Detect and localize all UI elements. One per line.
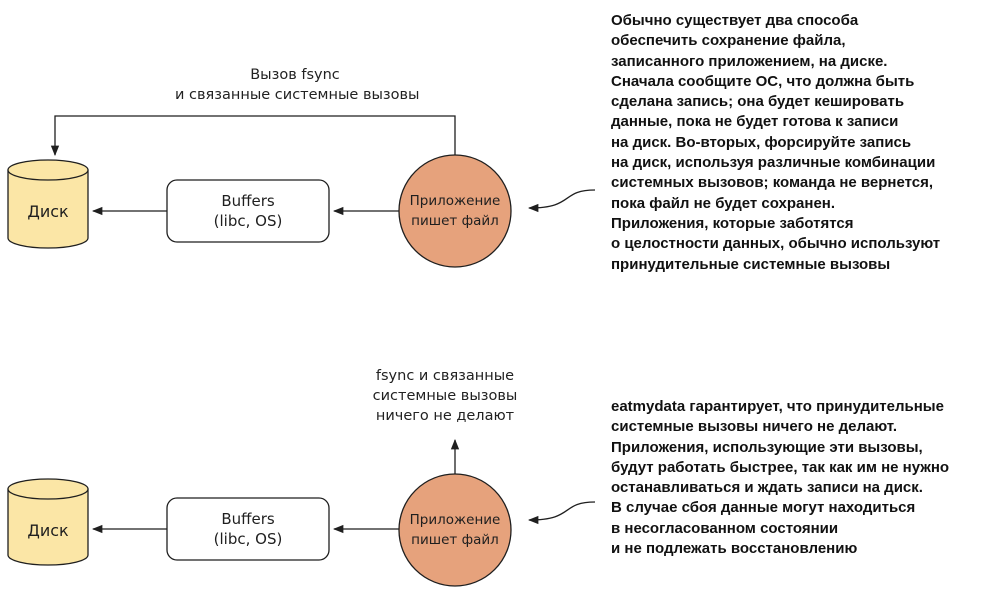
bottom-diagram	[7, 438, 596, 587]
bottom-annotation-text: eatmydata гарантирует, что принудительны…	[611, 397, 999, 559]
bottom-annotation-line: системные вызовы ничего не делают.	[611, 418, 897, 436]
bottom-annotation-line: в несогласованном состоянии	[611, 519, 839, 537]
top-disk-label: Диск	[27, 202, 69, 221]
top-arrow-fsync-path	[50, 115, 456, 157]
top-annotation-line: данные, пока не будет готова к записи	[611, 113, 899, 131]
top-annotation-line: о целостности данных, обычно используют	[611, 235, 941, 253]
bottom-annotation-line: останавливаться и ждать записи на диск.	[611, 479, 923, 497]
top-disk-cylinder	[7, 159, 89, 249]
bottom-annotation-line: Приложения, использующие эти вызовы,	[611, 438, 923, 456]
bottom-app-label: Приложение пишет файл	[409, 512, 501, 548]
top-annotation-line: пока файл не будет сохранен.	[611, 194, 836, 212]
bottom-disk-label: Диск	[27, 521, 69, 540]
top-annotation-text: Обычно существует два способа обеспечить …	[611, 11, 999, 275]
top-annotation-line: записанного приложением, на диске.	[611, 52, 888, 70]
bottom-annotation-line: будут работать быстрее, так как им не ну…	[611, 458, 950, 476]
bottom-callout-curve	[527, 501, 596, 525]
top-app-label: Приложение пишет файл	[409, 193, 501, 229]
top-annotation-line: системных вызовов; команда не вернется,	[611, 174, 934, 192]
top-annotation-line: на диск. Во-вторых, форсируйте запись	[611, 133, 912, 151]
bottom-buffers-label: Buffers (libc, OS)	[213, 510, 283, 548]
top-annotation-line: сделана запись; она будет кешировать	[611, 93, 905, 111]
top-annotation-line: на диск, используя различные комбинации	[611, 154, 936, 172]
top-fsync-call-label: Вызов fsync и связанные системные вызовы	[175, 67, 420, 103]
bottom-annotation-line: и не подлежать восстановлению	[611, 540, 858, 558]
bottom-fsync-call-label: fsync и связанные системные вызовы ничег…	[372, 368, 518, 424]
top-annotation-line: Сначала сообщите ОС, что должна быть	[611, 72, 915, 90]
bottom-annotation-line: eatmydata гарантирует, что принудительны…	[611, 398, 944, 415]
top-diagram	[7, 115, 596, 268]
bottom-annotation-line: В случае сбоя данные могут находиться	[611, 499, 916, 517]
top-annotation-line: принудительные системные вызовы	[611, 255, 891, 273]
top-annotation-line: Обычно существует два способа	[611, 12, 859, 29]
top-buffers-label: Buffers (libc, OS)	[213, 192, 283, 230]
top-annotation-line: обеспечить сохранение файла,	[611, 32, 846, 50]
top-annotation-line: Приложения, которые заботятся	[611, 214, 854, 232]
top-callout-curve	[527, 189, 596, 213]
bottom-disk-cylinder	[7, 478, 89, 566]
